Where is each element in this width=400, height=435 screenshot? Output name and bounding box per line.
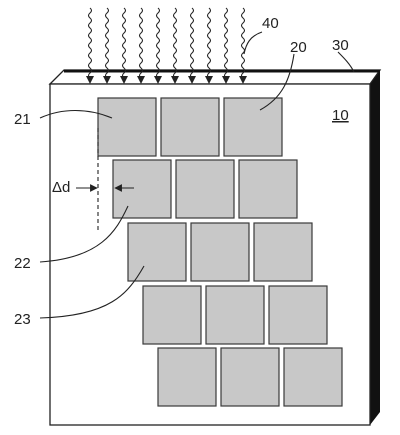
leader-30 (337, 51, 355, 73)
leader-20 (259, 53, 295, 111)
tile (283, 347, 343, 407)
arrowhead-icon (86, 76, 94, 84)
tile (190, 222, 250, 282)
arrowhead-icon (205, 76, 213, 84)
label-40: 40 (262, 15, 279, 32)
label-30: 30 (332, 37, 349, 54)
arrowhead-icon (188, 76, 196, 84)
leader-22 (39, 205, 129, 263)
wavy-down-arrow-icon (223, 7, 229, 79)
wavy-down-arrow-icon (104, 7, 110, 79)
arrowhead-icon (222, 76, 230, 84)
label-delta-d: Δd (52, 179, 70, 196)
wavy-down-arrow-icon (240, 7, 246, 79)
label-22: 22 (14, 255, 31, 272)
tile (157, 347, 217, 407)
tile (142, 285, 202, 345)
panel-right-edge (370, 70, 380, 425)
label-20: 20 (290, 39, 307, 56)
tile (220, 347, 280, 407)
leader-23 (39, 265, 145, 319)
leader-40 (243, 31, 263, 55)
tile (97, 97, 157, 157)
tile (238, 159, 298, 219)
tile (253, 222, 313, 282)
arrowhead-icon (154, 76, 162, 84)
incoming-arrows (86, 7, 247, 84)
tile (127, 222, 187, 282)
label-10: 10 (332, 107, 349, 124)
label-23: 23 (14, 311, 31, 328)
wavy-down-arrow-icon (121, 7, 127, 79)
arrowhead-icon (239, 76, 247, 84)
wavy-down-arrow-icon (138, 7, 144, 79)
wavy-down-arrow-icon (87, 7, 93, 79)
wavy-down-arrow-icon (206, 7, 212, 79)
tile (175, 159, 235, 219)
label-21: 21 (14, 111, 31, 128)
wavy-down-arrow-icon (172, 7, 178, 79)
leader-21 (39, 110, 113, 119)
arrowhead-icon (171, 76, 179, 84)
tile (268, 285, 328, 345)
wavy-down-arrow-icon (189, 7, 195, 79)
tile (160, 97, 220, 157)
arrowhead-icon (137, 76, 145, 84)
arrowhead-icon (103, 76, 111, 84)
tile (112, 159, 172, 219)
wavy-down-arrow-icon (155, 7, 161, 79)
tile (205, 285, 265, 345)
tile (223, 97, 283, 157)
tile-array (97, 97, 343, 407)
arrowhead-icon (120, 76, 128, 84)
